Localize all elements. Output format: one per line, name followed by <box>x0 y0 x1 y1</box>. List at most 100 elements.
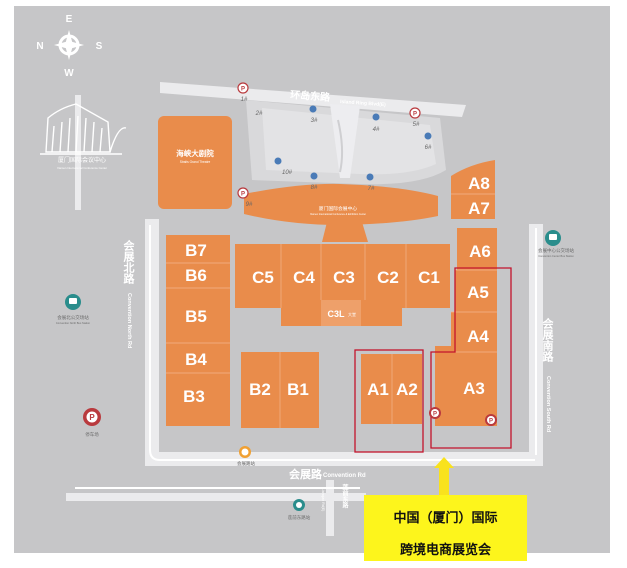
parking-marker-1[interactable]: P 1# <box>237 82 249 103</box>
conference-center-label: 厦门国际会议中心 <box>58 156 106 164</box>
hall-b5[interactable]: B5 <box>185 307 207 326</box>
exhibition-area-outline <box>354 267 512 453</box>
svg-text:5#: 5# <box>413 122 420 128</box>
svg-text:会展北路: 会展北路 <box>122 239 136 285</box>
svg-text:会展北公交场站: 会展北公交场站 <box>57 314 89 321</box>
bottom-station-icon[interactable]: 莲前东路站 <box>288 499 311 521</box>
svg-text:停车场: 停车场 <box>85 431 99 438</box>
svg-text:Lianqian Rd(E): Lianqian Rd(E) <box>321 488 325 511</box>
road-island-ring: 环岛东路 <box>290 88 332 104</box>
hall-b3[interactable]: B3 <box>183 387 205 406</box>
hall-c2[interactable]: C2 <box>377 268 399 287</box>
compass-n: N <box>36 41 43 52</box>
svg-text:莲前东路站: 莲前东路站 <box>288 514 311 521</box>
svg-text:4#: 4# <box>373 127 380 133</box>
svg-text:会展路站: 会展路站 <box>237 460 255 467</box>
parking-pin-a3-west[interactable]: P <box>429 407 441 419</box>
info-marker-10[interactable]: 10# <box>274 157 293 177</box>
hall-a2[interactable]: A2 <box>396 380 418 399</box>
parking-marker-9[interactable]: P 9# <box>237 187 253 208</box>
hall-c1[interactable]: C1 <box>418 268 440 287</box>
svg-text:莲前东路: 莲前东路 <box>341 483 348 509</box>
hall-a6[interactable]: A6 <box>469 242 491 261</box>
parking-lot-icon[interactable]: P 停车场 <box>83 408 101 438</box>
theatre-label-en: Straits Grand Theatre <box>180 160 211 164</box>
road-station-icon[interactable]: 会展路站 <box>237 446 255 467</box>
svg-text:会展中心公交场站: 会展中心公交场站 <box>538 247 574 254</box>
hall-b6[interactable]: B6 <box>185 266 207 285</box>
hall-a8[interactable]: A8 <box>468 174 490 193</box>
parking-pin-a3-east[interactable]: P <box>485 414 497 426</box>
svg-text:3#: 3# <box>311 118 318 124</box>
hall-c3l-sub: 大堂 <box>348 311 356 317</box>
hall-block-c <box>235 222 450 326</box>
compass-w: W <box>64 68 74 79</box>
compass: N E S W <box>36 14 102 79</box>
hall-block-b1-b2 <box>241 352 319 428</box>
svg-text:Convention North Rd: Convention North Rd <box>126 293 132 348</box>
theatre-building <box>158 116 232 209</box>
info-marker-7[interactable]: 7# <box>366 173 375 193</box>
compass-s: S <box>96 41 103 52</box>
pointer-arrow <box>434 457 454 495</box>
exhibition-callout: 中国（厦门）国际 跨境电商展览会 <box>364 495 527 561</box>
svg-text:Convention Center Bus Station: Convention Center Bus Station <box>538 254 574 258</box>
hall-b1[interactable]: B1 <box>287 380 309 399</box>
info-marker-4[interactable]: 4# <box>372 113 380 134</box>
svg-text:P: P <box>241 192 245 198</box>
hall-c5[interactable]: C5 <box>252 268 274 287</box>
hall-block-b <box>166 235 230 426</box>
info-marker-6[interactable]: 6# <box>424 132 432 152</box>
marker-2[interactable]: 2# <box>255 111 263 117</box>
hall-a5[interactable]: A5 <box>467 283 489 302</box>
hall-block-a1-a2 <box>361 354 422 424</box>
conference-center-building <box>40 103 127 155</box>
hall-block-a <box>435 228 497 426</box>
hall-b2[interactable]: B2 <box>249 380 271 399</box>
svg-text:2#: 2# <box>255 111 263 117</box>
road-convention-north: 会展北路 Convention North Rd <box>122 239 136 349</box>
road-lianqian: 莲前东路 Lianqian Rd(E) <box>321 483 348 511</box>
hall-b7[interactable]: B7 <box>185 241 207 260</box>
main-lobby-label: 厦门国际会展中心 <box>319 205 358 212</box>
bus-station-south[interactable]: 会展中心公交场站 Convention Center Bus Station <box>538 230 574 258</box>
hall-a3[interactable]: A3 <box>463 379 485 398</box>
compass-e: E <box>66 14 73 25</box>
central-plaza <box>246 100 446 185</box>
svg-text:Convention North Bus Station: Convention North Bus Station <box>56 321 91 325</box>
svg-text:Convention South Rd: Convention South Rd <box>545 376 551 432</box>
hall-a1[interactable]: A1 <box>367 380 389 399</box>
hall-c4[interactable]: C4 <box>293 268 315 287</box>
main-lobby-building <box>244 183 438 225</box>
callout-line-2: 跨境电商展览会 <box>399 543 491 558</box>
svg-text:会展南路: 会展南路 <box>541 317 555 363</box>
svg-text:8#: 8# <box>311 185 318 191</box>
svg-text:P: P <box>241 87 245 93</box>
info-marker-8[interactable]: 8# <box>310 172 318 192</box>
bus-station-west[interactable]: 会展北公交场站 Convention North Bus Station <box>56 294 91 325</box>
theatre-label: 海峡大剧院 <box>176 148 214 158</box>
hall-block-a7-a8 <box>451 160 495 219</box>
svg-text:P: P <box>89 413 95 422</box>
hall-c3l[interactable]: C3L <box>327 309 345 319</box>
hall-c3[interactable]: C3 <box>333 268 355 287</box>
svg-text:10#: 10# <box>282 170 293 176</box>
svg-text:P: P <box>433 412 437 418</box>
info-marker-3[interactable]: 3# <box>309 105 318 125</box>
parking-marker-5[interactable]: P 5# <box>409 107 421 128</box>
svg-text:6#: 6# <box>425 145 432 151</box>
svg-text:P: P <box>413 112 417 118</box>
main-lobby-label-en: Xiamen International Conference & Exhibi… <box>310 213 366 216</box>
hall-b4[interactable]: B4 <box>185 350 207 369</box>
svg-text:1#: 1# <box>241 97 248 103</box>
callout-line-1: 中国（厦门）国际 <box>393 511 498 526</box>
svg-text:P: P <box>489 419 493 425</box>
road-island-ring-en: Island Ring Blvd(E) <box>340 99 386 108</box>
conference-center-label-en: Xiamen International Conference Center <box>57 166 107 170</box>
hall-a7[interactable]: A7 <box>468 199 490 218</box>
road-convention-en: Convention Rd <box>323 473 366 479</box>
hall-a4[interactable]: A4 <box>467 327 489 346</box>
svg-text:7#: 7# <box>368 186 375 192</box>
svg-text:9#: 9# <box>246 202 253 208</box>
